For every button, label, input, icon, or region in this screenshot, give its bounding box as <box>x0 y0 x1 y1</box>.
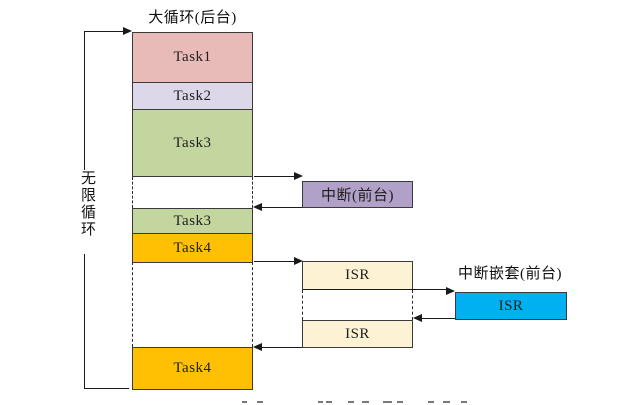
nested-interrupt-call-line <box>303 289 447 290</box>
clipped-caption-fragment <box>348 401 354 403</box>
clipped-caption-fragment <box>428 401 434 403</box>
clipped-caption-fragment <box>397 401 403 403</box>
loop-entry-arrowhead-icon <box>123 27 132 35</box>
loop-left-line-upper <box>84 31 85 171</box>
task2-block: Task2 <box>132 82 253 110</box>
loop-top-line <box>85 31 124 32</box>
background-loop-title: 大循环(后台) <box>148 10 237 26</box>
clipped-caption-fragment <box>257 401 263 403</box>
interrupt-return-arrowhead-icon <box>253 203 262 211</box>
isr-return-line <box>260 347 302 348</box>
interrupt-return-line <box>260 207 302 208</box>
nested-interrupt-return-line <box>420 318 455 319</box>
clipped-caption-fragment <box>443 401 450 403</box>
isr-call-arrowhead-icon <box>294 257 303 265</box>
isr-nested-block: ISR <box>455 292 567 320</box>
isr-gap-right-dashed-line <box>412 290 413 320</box>
nested-interrupt-return-arrowhead-icon <box>413 314 422 322</box>
task3-resumed-block: Task3 <box>132 208 253 234</box>
loop-bottom-line <box>85 388 129 389</box>
isr-suspension-gap <box>132 262 253 347</box>
clipped-caption-fragment <box>318 401 323 403</box>
nested-interrupt-call-arrowhead-icon <box>446 287 455 295</box>
isr-first-block: ISR <box>302 261 413 290</box>
task4-resumed-block: Task4 <box>132 347 253 390</box>
infinite-loop-label: 无限循环 <box>77 170 98 238</box>
interrupt-call-arrowhead-icon <box>294 172 303 180</box>
clipped-caption-fragment <box>461 401 467 403</box>
clipped-caption-fragment <box>326 401 332 403</box>
clipped-caption-fragment <box>362 401 369 403</box>
task3-block: Task3 <box>132 109 253 177</box>
isr-call-line <box>254 261 295 262</box>
task1-block: Task1 <box>132 32 253 83</box>
interrupt-call-line <box>254 176 295 177</box>
clipped-caption-fragment <box>383 401 392 403</box>
clipped-caption-fragment <box>242 401 247 403</box>
interrupt-foreground-block: 中断(前台) <box>302 181 413 208</box>
isr-return-arrowhead-icon <box>253 343 262 351</box>
isr-second-block: ISR <box>302 320 413 348</box>
loop-left-line-lower <box>84 254 85 389</box>
nested-interrupt-title: 中断嵌套(前台) <box>458 266 562 282</box>
task4-block: Task4 <box>132 233 253 263</box>
isr-gap-left-dashed-line <box>302 290 303 320</box>
interrupt-suspension-gap <box>132 177 253 208</box>
